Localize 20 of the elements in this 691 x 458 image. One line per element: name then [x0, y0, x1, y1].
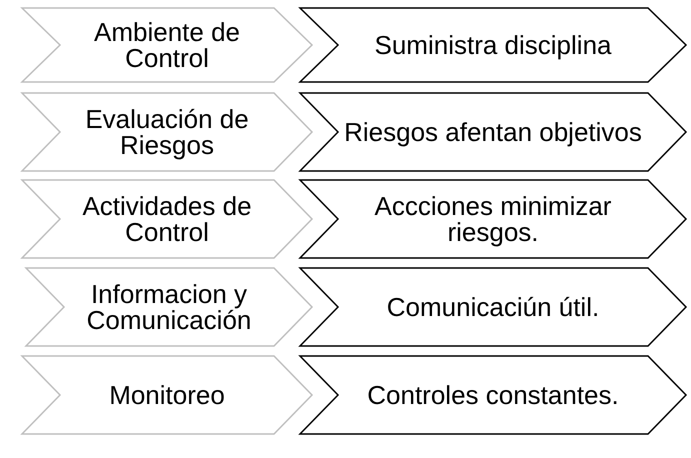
step-label: Accciones minimizar riesgos. [374, 193, 612, 245]
chevron-description [300, 180, 686, 258]
step-label: Actividades de Control [81, 193, 253, 245]
chevron-description [300, 8, 686, 82]
chevron-step [22, 93, 312, 171]
step-label: Monitoreo [109, 382, 225, 408]
step-label: Informacion y Comunicación [86, 281, 252, 333]
step-label: Riesgos afentan objetivos [344, 119, 642, 145]
chevron-step [22, 8, 312, 82]
chevron-description [300, 356, 686, 434]
chevron-description [300, 268, 686, 346]
step-label: Comunicaciún útil. [386, 294, 600, 320]
chevron-step [26, 268, 312, 346]
step-label: Ambiente de Control [93, 19, 241, 71]
chevron-step [22, 180, 312, 258]
step-label: Suministra disciplina [374, 32, 612, 58]
chevron-description [300, 93, 686, 171]
step-label: Evaluación de Riesgos [84, 106, 250, 158]
step-label: Controles constantes. [367, 382, 619, 408]
chevron-step [22, 356, 312, 434]
